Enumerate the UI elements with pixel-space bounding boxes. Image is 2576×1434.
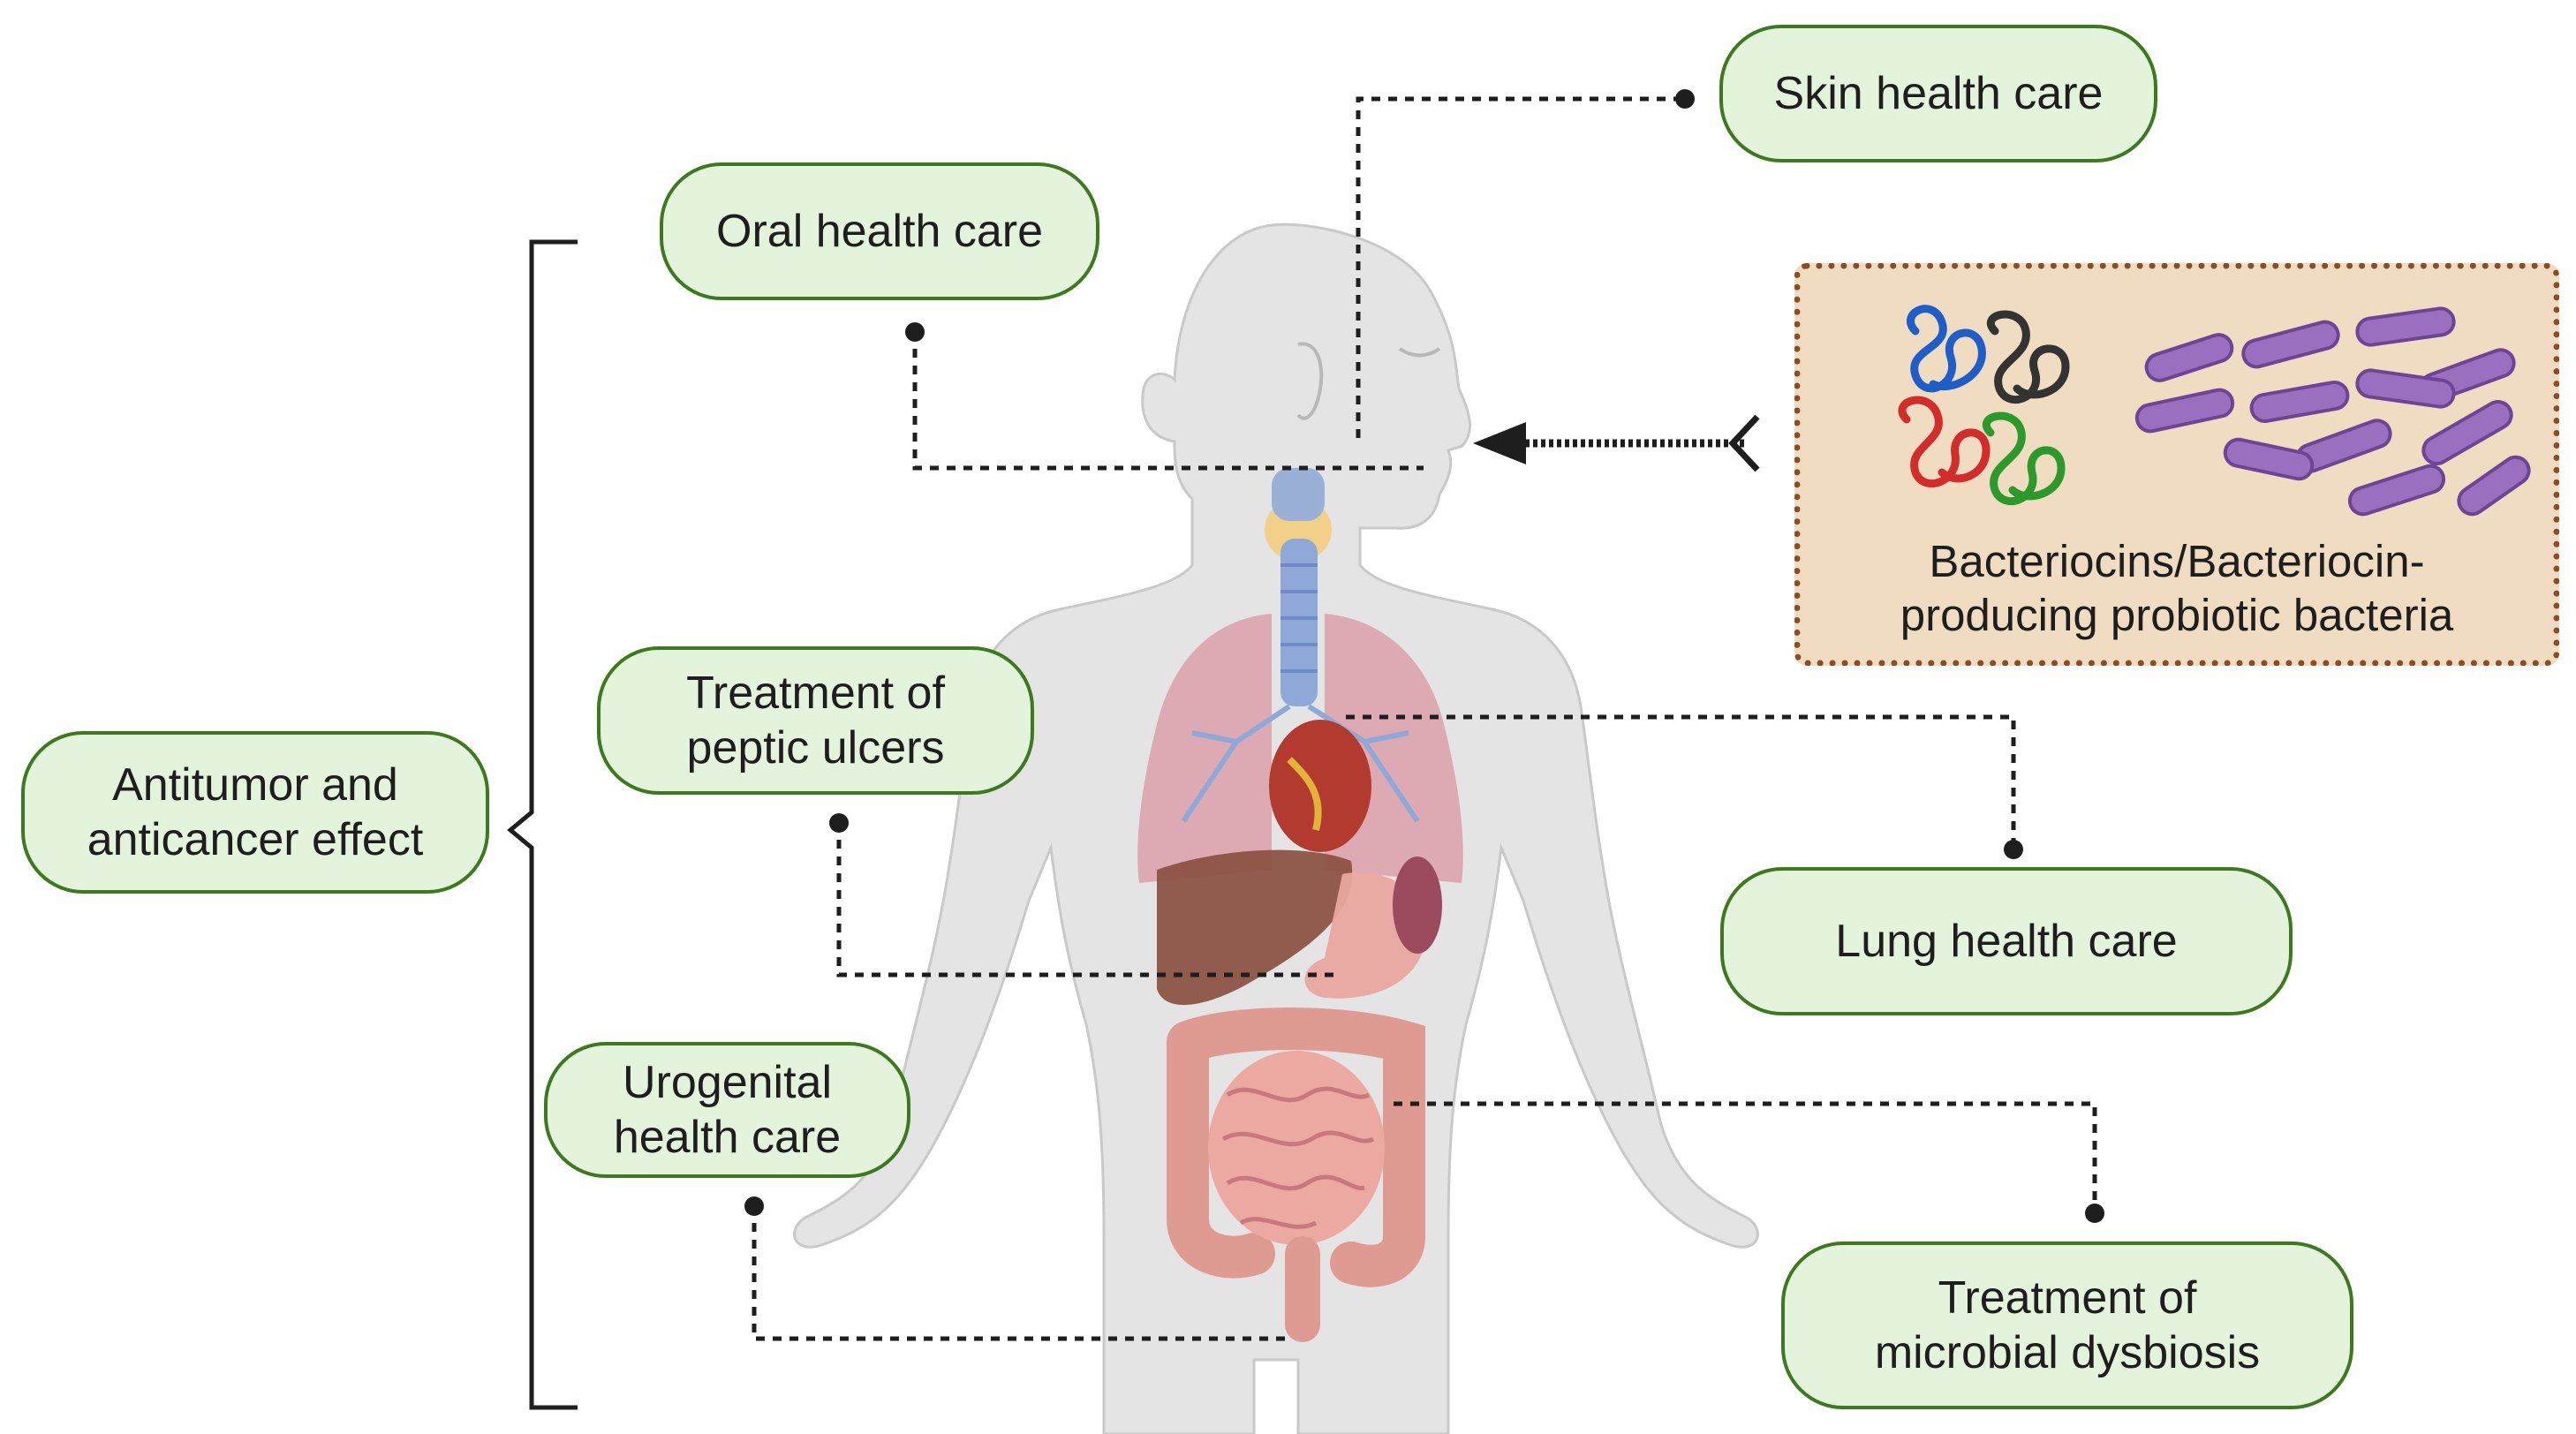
skin-health-text: Skin health care [1773, 67, 2104, 119]
peptic-ulcer-label: Treatment of peptic ulcers [597, 646, 1034, 795]
connector-lines [752, 96, 2097, 1341]
urogenital-label: Urogenital health care [544, 1042, 910, 1178]
dot-skin [1675, 89, 1695, 109]
bacteriocin-illustration [1898, 305, 2531, 517]
probiotic-bacteria [2134, 306, 2531, 517]
oral-health-label: Oral health care [660, 162, 1099, 300]
antitumor-text-1: Antitumor and [112, 759, 398, 811]
urogenital-text-2: health care [613, 1112, 842, 1163]
lung-health-label: Lung health care [1720, 867, 2293, 1015]
bacteriocin-peptides [1898, 305, 2070, 506]
connector-peptic [836, 823, 1335, 977]
human-body-silhouette [793, 223, 1759, 1434]
source-caption-line-1: Bacteriocins/Bacteriocin- [1929, 536, 2425, 586]
peptic-ulcer-text-1: Treatment of [686, 667, 945, 719]
dot-oral [905, 322, 925, 342]
dot-lung [2004, 840, 2023, 859]
connector-dysbiosis [1394, 1101, 2097, 1213]
dot-peptic [829, 813, 849, 833]
skin-health-label: Skin health care [1719, 25, 2157, 162]
dot-dysbiosis [2085, 1204, 2104, 1223]
connector-urogenital [752, 1206, 1291, 1341]
dysbiosis-label: Treatment of microbial dysbiosis [1781, 1242, 2353, 1409]
source-box-caption: Bacteriocins/Bacteriocin- producing prob… [1801, 534, 2553, 642]
antitumor-label: Antitumor and anticancer effect [21, 731, 489, 894]
dysbiosis-text-2: microbial dysbiosis [1874, 1327, 2261, 1378]
source-caption-line-2: producing probiotic bacteria [1900, 590, 2454, 641]
oral-health-text: Oral health care [716, 205, 1043, 257]
dot-urogenital [744, 1196, 764, 1216]
internal-organs [1137, 468, 1463, 1342]
lung-health-text: Lung health care [1835, 915, 2178, 967]
connector-skin [1356, 96, 1685, 438]
connector-lung [1346, 714, 2016, 849]
connector-oral [912, 332, 1424, 471]
grouping-bracket [507, 239, 578, 1410]
dysbiosis-text-1: Treatment of [1938, 1272, 2197, 1324]
antitumor-text-2: anticancer effect [87, 814, 424, 865]
peptic-ulcer-text-2: peptic ulcers [686, 722, 945, 774]
connector-dots [744, 89, 2104, 1223]
urogenital-text-1: Urogenital [622, 1056, 833, 1108]
delivery-arrow [1473, 414, 1760, 472]
bacteriocin-source-box: Bacteriocins/Bacteriocin- producing prob… [1794, 263, 2559, 666]
